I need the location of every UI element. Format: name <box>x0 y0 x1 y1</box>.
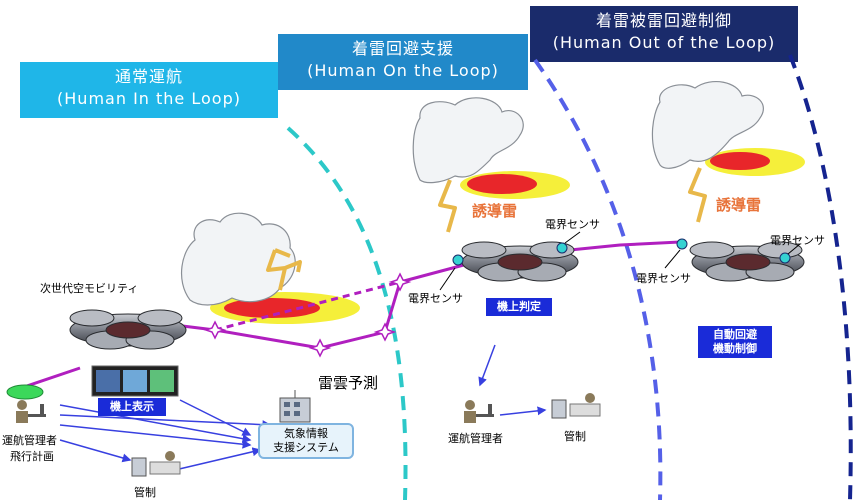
thundercloud-3 <box>651 80 764 169</box>
atc-icon-mid <box>551 393 601 419</box>
label-onboard-display: 機上表示 <box>98 398 166 416</box>
auto-avoid-line2: 機動制御 <box>713 342 757 355</box>
label-operator-mid: 運航管理者 <box>448 432 503 445</box>
atc-icon-left <box>131 451 181 477</box>
aircraft-3 <box>689 241 805 282</box>
weather-support-system-box[interactable]: 気象情報 支援システム <box>258 423 354 459</box>
operator-icon-left <box>16 400 46 423</box>
label-efield-sensor-4: 電界センサ <box>770 234 825 247</box>
communication-links <box>59 344 547 471</box>
operator-icon-mid <box>464 400 494 423</box>
boundary-arc-1 <box>286 126 408 501</box>
phase-subtitle: (Human On the Loop) <box>307 61 499 80</box>
thundercloud-1 <box>181 212 296 306</box>
weather-station-icon <box>279 390 311 423</box>
waypoint-stars <box>203 272 412 358</box>
phase-header-in-the-loop: 通常運航 (Human In the Loop) <box>20 62 278 118</box>
phase-subtitle: (Human Out of the Loop) <box>552 33 776 52</box>
onboard-display-screens <box>91 365 179 397</box>
aircraft-2 <box>461 241 579 282</box>
lightning-bolt-2 <box>438 179 457 233</box>
label-induced-lightning-1: 誘導雷 <box>472 202 518 220</box>
lightning-bolt-3 <box>688 167 707 223</box>
flight-path-solid <box>14 240 741 392</box>
weather-system-line2: 支援システム <box>273 441 339 454</box>
phase-title: 着雷回避支援 <box>351 39 454 58</box>
phase-title: 通常運航 <box>114 67 183 86</box>
phase-header-out-of-the-loop: 着雷被雷回避制御 (Human Out of the Loop) <box>530 6 798 62</box>
weather-system-line1: 気象情報 <box>284 427 328 440</box>
efield-sensor-dots <box>452 238 791 266</box>
phase-title: 着雷被雷回避制御 <box>595 11 732 30</box>
label-next-gen-mobility: 次世代空モビリティ <box>40 282 139 295</box>
thundercloud-2 <box>412 97 524 184</box>
label-operator-left: 運航管理者 <box>2 434 57 447</box>
phase-header-on-the-loop: 着雷回避支援 (Human On the Loop) <box>278 34 528 90</box>
label-control-left: 管制 <box>134 486 156 499</box>
label-thundercloud-forecast: 雷雲予測 <box>318 374 379 392</box>
boundary-arc-3 <box>788 54 853 501</box>
auto-avoid-line1: 自動回避 <box>713 328 757 341</box>
vertiport-pad <box>6 384 44 400</box>
flight-path-dashed <box>214 280 401 332</box>
auto-avoid-control-box: 自動回避 機動制御 <box>698 326 772 358</box>
label-induced-lightning-2: 誘導雷 <box>716 196 762 214</box>
label-onboard-judgement: 機上判定 <box>486 298 552 316</box>
label-control-mid: 管制 <box>564 430 586 443</box>
phase-subtitle: (Human In the Loop) <box>57 89 241 108</box>
lightning-bolt-1 <box>266 248 302 291</box>
aircraft-1 <box>69 309 187 350</box>
label-flight-plan: 飛行計画 <box>10 450 54 463</box>
label-efield-sensor-1: 電界センサ <box>408 292 463 305</box>
boundary-arc-2 <box>533 58 663 501</box>
label-efield-sensor-2: 電界センサ <box>545 218 600 231</box>
label-efield-sensor-3: 電界センサ <box>636 272 691 285</box>
